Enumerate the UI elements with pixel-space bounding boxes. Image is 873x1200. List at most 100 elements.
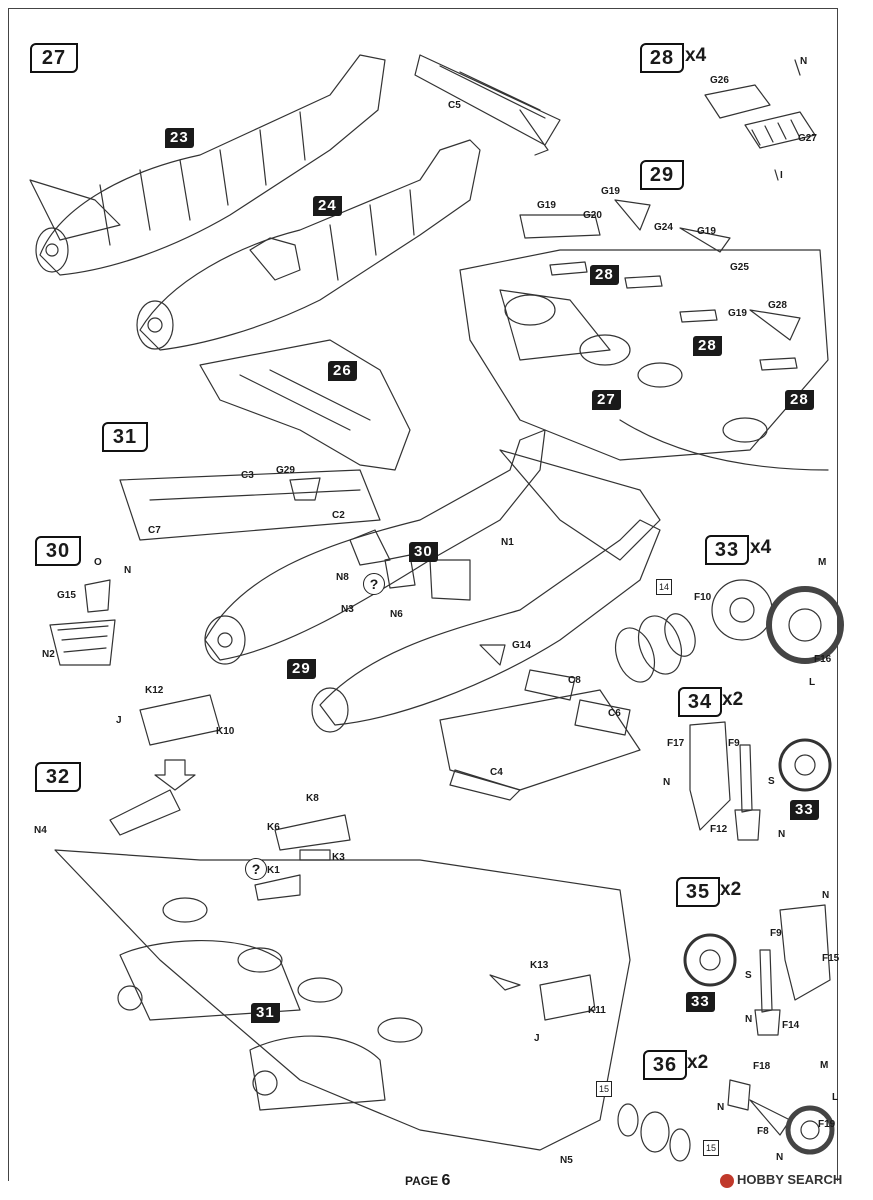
landing-gear-34-drawing xyxy=(689,721,832,841)
part-label-g25: G25 xyxy=(730,262,749,273)
part-label-g26: G26 xyxy=(710,75,729,86)
part-label-g14: G14 xyxy=(512,640,531,651)
step-number-35: 35 xyxy=(676,877,720,907)
page-label: PAGE xyxy=(405,1174,439,1188)
tailplane-c5-drawing xyxy=(414,54,561,156)
part-label-k6: K6 xyxy=(267,822,280,833)
part-label-f8: F8 xyxy=(757,1126,769,1137)
part-label-k13: K13 xyxy=(530,960,549,971)
part-label-g19b: G19 xyxy=(601,186,620,197)
part-label-n-35b: N xyxy=(745,1014,753,1025)
boxed-part-14: 14 xyxy=(656,579,672,595)
part-label-k3: K3 xyxy=(332,852,345,863)
ref-step-29: 29 xyxy=(287,659,316,679)
part-label-n3: N3 xyxy=(341,604,354,615)
part-label-k10: K10 xyxy=(216,726,235,737)
step-number-28: 28 xyxy=(640,43,684,73)
part-label-k12: K12 xyxy=(145,685,164,696)
step-35-multiplier: x2 xyxy=(720,879,742,900)
question-mark-icon: ? xyxy=(245,858,267,880)
landing-gear-35-drawing xyxy=(683,904,831,1036)
wing-underside-29-drawing xyxy=(459,199,829,471)
part-label-f14: F14 xyxy=(782,1020,800,1031)
fuselage-drawing-23 xyxy=(29,54,386,276)
part-label-m-33: M xyxy=(818,557,827,568)
part-label-n5: N5 xyxy=(560,1155,573,1166)
part-label-c8: C8 xyxy=(568,675,581,686)
tailwheel-36-drawing xyxy=(617,1079,835,1162)
ref-step-28a: 28 xyxy=(590,265,619,285)
ref-step-33b: 33 xyxy=(686,992,715,1012)
step-number-36: 36 xyxy=(643,1050,687,1080)
part-label-n-34a: N xyxy=(663,777,671,788)
step-34-multiplier: x2 xyxy=(722,689,744,710)
part-label-f16: F16 xyxy=(814,654,832,665)
part-label-g29: G29 xyxy=(276,465,295,476)
part-label-c4: C4 xyxy=(490,767,503,778)
step-28-multiplier: x4 xyxy=(685,45,707,66)
ref-step-26: 26 xyxy=(328,361,357,381)
part-label-n2: N2 xyxy=(42,649,55,660)
page-footer: PAGE 6 xyxy=(405,1172,450,1190)
part-label-f10: F10 xyxy=(694,592,712,603)
boxed-part-15b: 15 xyxy=(703,1140,719,1156)
part-label-g19d: G19 xyxy=(728,308,747,319)
part-label-m-36: M xyxy=(820,1060,829,1071)
part-label-f18: F18 xyxy=(753,1061,771,1072)
page-border xyxy=(8,8,838,1181)
part-label-n1: N1 xyxy=(501,537,514,548)
part-label-s-35: S xyxy=(745,970,752,981)
wing-26-drawing xyxy=(199,339,411,471)
ref-step-31: 31 xyxy=(251,1003,280,1023)
step-number-31: 31 xyxy=(102,422,148,452)
part-label-o-30: O xyxy=(94,557,102,568)
part-label-n-34b: N xyxy=(778,829,786,840)
part-label-k1: K1 xyxy=(267,865,280,876)
part-label-n-35a: N xyxy=(822,890,830,901)
part-label-f15: F15 xyxy=(822,953,840,964)
hobby-search-logo-icon xyxy=(720,1173,734,1188)
ref-step-24: 24 xyxy=(313,196,342,216)
part-label-n6: N6 xyxy=(390,609,403,620)
part-label-c5: C5 xyxy=(448,100,461,111)
part-label-n4: N4 xyxy=(34,825,47,836)
ref-step-23: 23 xyxy=(165,128,194,148)
part-label-f12: F12 xyxy=(710,824,728,835)
part-label-l-33: L xyxy=(809,677,816,688)
step-number-34: 34 xyxy=(678,687,722,717)
part-label-k8: K8 xyxy=(306,793,319,804)
part-label-c7: C7 xyxy=(148,525,161,536)
step-33-multiplier: x4 xyxy=(750,537,772,558)
step-number-32: 32 xyxy=(35,762,81,792)
radiator-drawing-28 xyxy=(704,59,816,181)
part-label-n-36b: N xyxy=(776,1152,784,1163)
part-label-n-30: N xyxy=(124,565,132,576)
ref-step-28b: 28 xyxy=(693,336,722,356)
part-label-g27: G27 xyxy=(798,133,817,144)
step-number-30: 30 xyxy=(35,536,81,566)
ref-step-27: 27 xyxy=(592,390,621,410)
part-label-f17: F17 xyxy=(667,738,685,749)
part-label-c2: C2 xyxy=(332,510,345,521)
part-label-g19c: G19 xyxy=(697,226,716,237)
part-label-i-28: I xyxy=(780,170,783,181)
part-label-g15: G15 xyxy=(57,590,76,601)
part-label-g24: G24 xyxy=(654,222,673,233)
step-number-27: 27 xyxy=(30,43,78,73)
step-36-multiplier: x2 xyxy=(687,1052,709,1073)
page-number: 6 xyxy=(441,1172,451,1189)
part-label-j-32a: J xyxy=(116,715,122,726)
part-label-n-28: N xyxy=(800,56,808,67)
part-label-s-34: S xyxy=(768,776,775,787)
ref-step-30: 30 xyxy=(409,542,438,562)
aircraft-drawing-31 xyxy=(119,429,661,801)
watermark: HOBBY SEARCH xyxy=(720,1172,842,1188)
cockpit-part-30-drawing xyxy=(49,579,116,666)
part-label-c6: C6 xyxy=(608,708,621,719)
part-label-f19: F19 xyxy=(818,1119,836,1130)
part-label-g19a: G19 xyxy=(537,200,556,211)
watermark-text: HOBBY SEARCH xyxy=(737,1172,843,1187)
part-label-n8: N8 xyxy=(336,572,349,583)
part-label-g28: G28 xyxy=(768,300,787,311)
